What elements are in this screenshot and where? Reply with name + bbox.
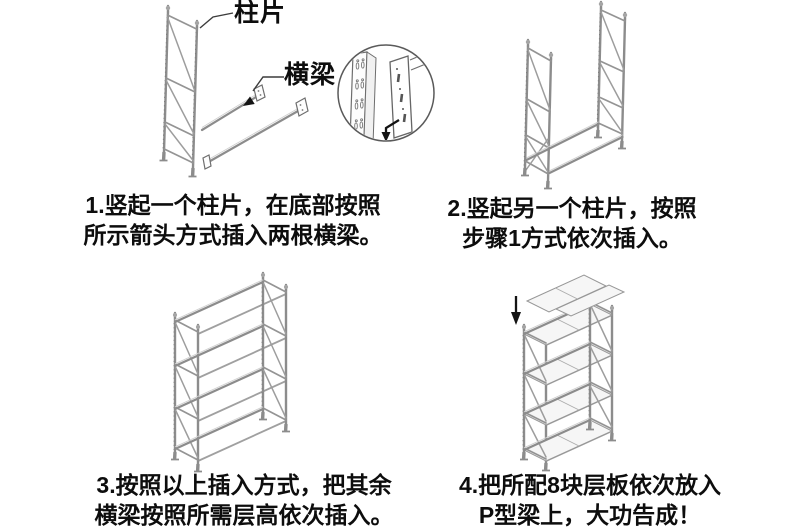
step1-caption-line1: 1.竖起一个柱片，在底部按照	[85, 192, 381, 218]
place-panel-arrow-icon	[511, 296, 521, 325]
column-piece-leader-line	[199, 12, 234, 29]
column-piece-label: 柱片	[234, 0, 287, 27]
step1-diagram	[159, 4, 309, 178]
teardrop-holes-icon	[354, 58, 365, 130]
step2-caption-line1: 2.竖起另一个柱片，按照	[447, 195, 697, 221]
step1-caption-line2: 所示箭头方式插入两根横梁。	[83, 222, 383, 248]
step4-caption: 4.把所配8块层板依次放入 P型梁上，大功告成！	[395, 470, 785, 528]
detail-inset-circle	[337, 44, 435, 142]
step3-caption: 3.按照以上插入方式，把其余 横梁按照所需层高依次插入。	[49, 470, 439, 528]
beam-label: 横梁	[284, 61, 337, 89]
step2-caption-line2: 步骤1方式依次插入。	[462, 225, 682, 251]
inset-insert-arrow-icon	[384, 119, 400, 133]
step4-diagram	[511, 274, 626, 472]
insert-direction-arrow-icon	[243, 96, 255, 106]
step2-caption: 2.竖起另一个柱片，按照 步骤1方式依次插入。	[377, 193, 767, 253]
step3-caption-line2: 横梁按照所需层高依次插入。	[94, 502, 394, 528]
step4-caption-line1: 4.把所配8块层板依次放入	[459, 472, 721, 498]
step1-caption: 1.竖起一个柱片，在底部按照 所示箭头方式插入两根横梁。	[38, 190, 428, 250]
step3-diagram	[171, 271, 290, 473]
beam-leader-line	[252, 76, 284, 92]
step3-caption-line1: 3.按照以上插入方式，把其余	[96, 472, 392, 498]
step2-diagram	[521, 0, 628, 190]
step4-caption-line2: P型梁上，大功告成！	[478, 502, 702, 528]
